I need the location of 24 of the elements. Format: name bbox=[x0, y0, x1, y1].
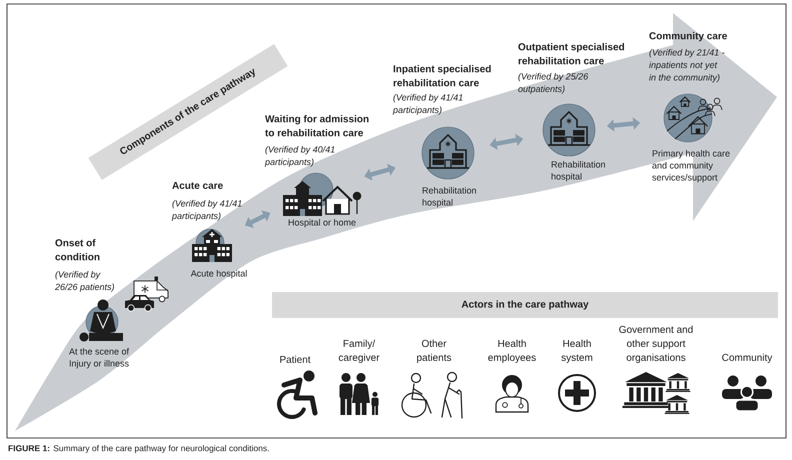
figure-caption: FIGURE 1: Summary of the care pathway for neurological conditions. bbox=[8, 445, 269, 453]
verification-note: (Verified by 26/26 patients) bbox=[54, 270, 114, 292]
actor-label: Family/ caregiver bbox=[338, 340, 380, 363]
actor-label: Health system bbox=[561, 340, 592, 363]
stage-heading: Outpatient specialised rehabilitation care bbox=[518, 43, 624, 64]
actor-label: Health employees bbox=[488, 340, 536, 363]
actor-label: Other patients bbox=[417, 340, 452, 363]
icon-caption: Hospital or home bbox=[288, 218, 356, 228]
stage-heading: Acute care bbox=[172, 182, 223, 189]
verification-note: (Verified by 41/41 participants) bbox=[392, 94, 462, 115]
icon-caption: At the scene of Injury or illness bbox=[69, 348, 130, 368]
actor-label: Patient bbox=[280, 356, 310, 363]
verification-note: (Verified by 41/41 participants) bbox=[172, 200, 242, 221]
verification-note: (Verified by 21/41 - inpatients not yet in the community) bbox=[649, 49, 724, 82]
stage-heading: Community care bbox=[649, 32, 727, 42]
icon-caption: Acute hospital bbox=[190, 270, 247, 278]
actor-label: Community bbox=[722, 354, 772, 363]
icon-caption: Rehabilitation hospital bbox=[422, 186, 476, 208]
stage-heading: Inpatient specialised rehabilitation care bbox=[394, 65, 491, 86]
icon-caption: Rehabilitation hospital bbox=[552, 160, 605, 182]
stage-heading: Onset of condition bbox=[55, 239, 100, 260]
banner: Actors in the care pathway bbox=[272, 292, 778, 318]
icon-caption: Primary health care and community services/support bbox=[652, 150, 730, 182]
verification-note: (Verified by 25/26 outpatients) bbox=[518, 73, 588, 94]
